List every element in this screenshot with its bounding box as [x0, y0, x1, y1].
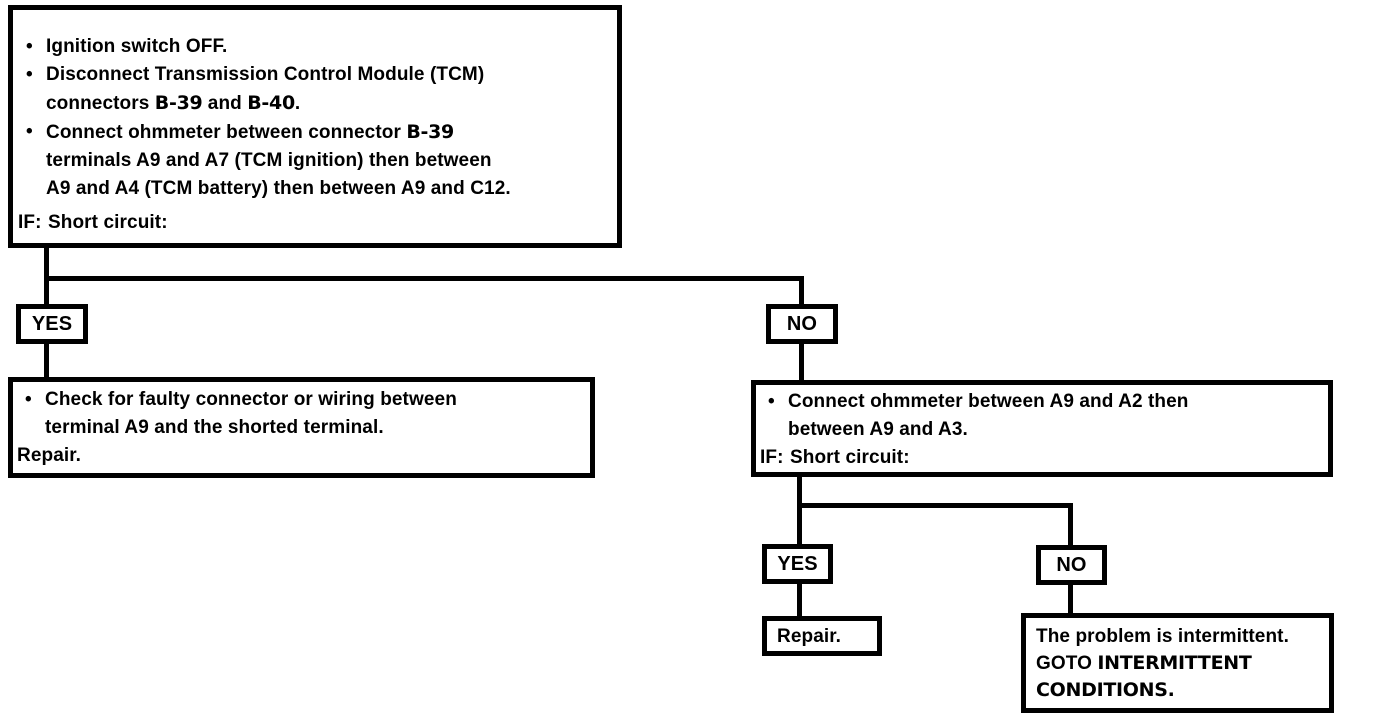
bullet-item: • Connect ohmmeter between A9 and A2 then: [758, 388, 1320, 416]
bullet-text: Check for faulty connector or wiring bet…: [45, 389, 457, 410]
root-instruction-box: • Ignition switch OFF. • Disconnect Transm…: [8, 5, 622, 248]
yes-text: YES: [777, 553, 818, 575]
text-run: A9 and A4 (TCM battery) then between A9 …: [46, 178, 511, 199]
bullet-text: Connect ohmmeter between A9 and A2 then: [788, 391, 1189, 412]
connector-line: [44, 276, 804, 281]
condition-text: Short circuit:: [790, 447, 910, 468]
bullet-continuation: terminals A9 and A7 (TCM ignition) then …: [16, 147, 609, 175]
text-run: connectors: [46, 93, 155, 114]
bullet-icon: •: [25, 389, 32, 410]
yes1-result-box: • Check for faulty connector or wiring be…: [8, 377, 595, 478]
bullet-icon: •: [768, 391, 775, 412]
no-text: NO: [1056, 554, 1087, 576]
bullet-icon: •: [26, 121, 33, 142]
bullet-item: • Connect ohmmeter between connector B-39: [16, 118, 609, 147]
branch1-yes-label: YES: [16, 304, 88, 344]
goto-target: INTERMITTENT: [1097, 652, 1252, 674]
connector-line: [797, 475, 802, 547]
text-run: .: [294, 93, 301, 114]
connector-line: [797, 503, 1073, 508]
if-label: IF:: [18, 212, 42, 233]
branch2-yes-label: YES: [762, 544, 833, 584]
connector-line: [799, 276, 804, 308]
condition-text: Short circuit:: [48, 212, 168, 233]
connector-line: [799, 341, 804, 382]
connector-line: [1068, 582, 1073, 616]
no1-instruction-box: • Connect ohmmeter between A9 and A2 then…: [751, 380, 1333, 477]
text-run: Connect ohmmeter between connector: [46, 122, 407, 143]
text-run: GOTO: [1036, 653, 1098, 674]
intermittent-line2: GOTO INTERMITTENT: [1036, 650, 1323, 677]
branch1-no-label: NO: [766, 304, 838, 344]
intermittent-box: The problem is intermittent. GOTO INTERM…: [1021, 613, 1334, 713]
text-run: terminals A9 and A7 (TCM ignition) then …: [46, 150, 492, 171]
connector-ref: B-39: [406, 121, 454, 143]
bullet-item: • Check for faulty connector or wiring be…: [15, 386, 582, 414]
bullet-item: • Disconnect Transmission Control Module …: [16, 61, 609, 89]
bullet-continuation: terminal A9 and the shorted terminal.: [15, 414, 582, 442]
branch2-no-label: NO: [1036, 545, 1107, 585]
intermittent-line3: CONDITIONS.: [1036, 677, 1323, 704]
goto-target: CONDITIONS.: [1036, 679, 1175, 701]
condition-line: IF: Short circuit:: [16, 209, 609, 237]
text-run: The problem is intermittent.: [1036, 626, 1289, 647]
bullet-text: Ignition switch OFF.: [46, 36, 228, 57]
connector-line: [44, 341, 49, 379]
repair-box: Repair.: [762, 616, 882, 656]
connector-ref: B-39: [154, 92, 203, 114]
text-run: between A9 and A3.: [788, 419, 968, 440]
action-line: Repair.: [15, 442, 582, 470]
bullet-item: • Ignition switch OFF.: [16, 33, 609, 61]
intermittent-line1: The problem is intermittent.: [1036, 624, 1323, 650]
bullet-continuation: connectors B-39 and B-40.: [16, 89, 609, 118]
no-text: NO: [786, 313, 818, 335]
action-text: Repair.: [777, 626, 842, 647]
connector-line: [1068, 503, 1073, 547]
bullet-text: Disconnect Transmission Control Module (…: [46, 64, 485, 85]
condition-line: IF: Short circuit:: [758, 444, 1320, 472]
connector-line: [797, 581, 802, 619]
connector-ref: B-40: [247, 92, 295, 114]
text-run: and: [202, 93, 248, 114]
bullet-icon: •: [26, 36, 33, 57]
action-text: Repair.: [17, 445, 82, 466]
yes-text: YES: [31, 313, 73, 335]
text-run: terminal A9 and the shorted terminal.: [45, 417, 384, 438]
if-label: IF:: [760, 447, 784, 468]
bullet-continuation: between A9 and A3.: [758, 416, 1320, 444]
bullet-continuation: A9 and A4 (TCM battery) then between A9 …: [16, 175, 609, 203]
bullet-icon: •: [26, 64, 33, 85]
